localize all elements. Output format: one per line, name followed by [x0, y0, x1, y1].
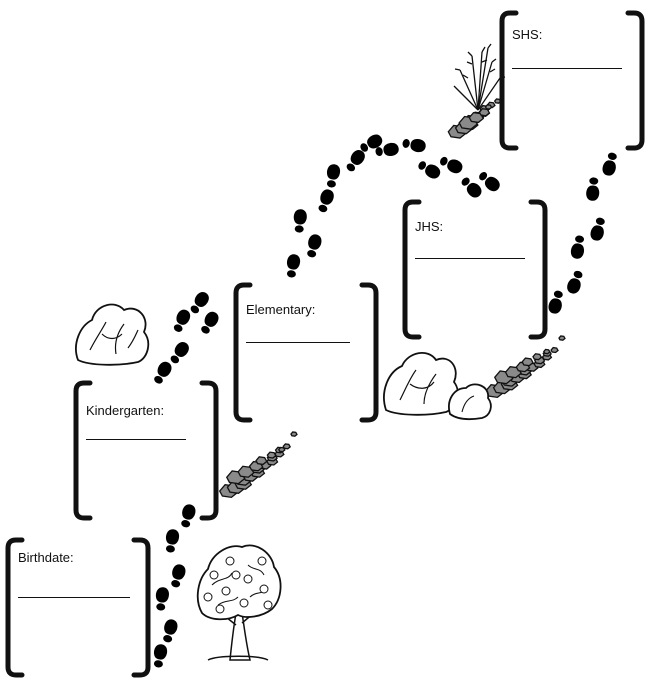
footprint-icon — [284, 253, 302, 279]
footprint-icon — [565, 268, 586, 296]
footprint-icon — [324, 163, 342, 189]
answer-line-kindergarten — [86, 439, 186, 440]
answer-line-jhs — [415, 258, 525, 259]
bush-icon — [383, 352, 492, 421]
bracket-left-jhs — [402, 199, 422, 340]
stone-icon — [478, 108, 491, 117]
stone-icon — [468, 111, 485, 124]
stone-icon — [550, 346, 559, 354]
bush-icon — [75, 303, 150, 366]
stone-icon — [255, 456, 268, 466]
stage-birthdate: Birthdate: — [8, 540, 148, 675]
stage-label-shs: SHS: — [512, 27, 543, 42]
footprint-icon — [600, 151, 620, 178]
stone-icon — [532, 353, 543, 361]
answer-line-birthdate — [18, 597, 130, 598]
stage-label-jhs: JHS: — [415, 219, 444, 234]
stone-icon — [558, 335, 566, 341]
bracket-right-shs — [625, 10, 645, 151]
footprint-icon — [292, 208, 308, 234]
footprint-icon — [401, 136, 427, 154]
footprint-icon — [585, 176, 601, 202]
footprint-icon — [315, 187, 336, 215]
bracket-right-elementary — [359, 282, 379, 423]
stage-elementary: Elementary: — [236, 285, 376, 420]
footprint-icon — [170, 307, 193, 335]
stone-icon — [278, 446, 286, 453]
stone-icon — [290, 431, 298, 437]
footprint-icon — [153, 586, 170, 612]
stone-icon — [543, 348, 551, 355]
bracket-left-birthdate — [5, 537, 25, 678]
stage-label-kindergarten: Kindergarten: — [86, 403, 165, 418]
bracket-right-jhs — [528, 199, 548, 340]
stone-icon — [484, 104, 493, 110]
stage-shs: SHS: — [502, 13, 642, 148]
stone-icon — [266, 451, 277, 459]
bracket-right-birthdate — [131, 537, 151, 678]
bracket-right-kindergarten — [199, 380, 219, 521]
footprint-icon — [160, 617, 180, 644]
footprint-icon — [198, 309, 222, 337]
stage-label-elementary: Elementary: — [246, 302, 316, 317]
footprint-icon — [304, 232, 324, 259]
footprint-icon — [588, 216, 608, 243]
stage-kindergarten: Kindergarten: — [76, 383, 216, 518]
bracket-left-kindergarten — [73, 380, 93, 521]
footprint-icon — [168, 562, 188, 589]
stone-icon — [237, 465, 255, 478]
stone-path-icon — [218, 98, 566, 499]
footprint-icon — [163, 528, 181, 554]
bracket-left-elementary — [233, 282, 253, 423]
footprint-icon — [187, 289, 212, 317]
stage-jhs: JHS: — [405, 202, 545, 337]
footprint-icon — [546, 289, 566, 316]
apple-tree-icon — [196, 544, 282, 661]
footprint-icon — [167, 339, 192, 367]
footprint-icon — [437, 153, 465, 176]
grass-tuft-icon — [453, 43, 506, 111]
stone-icon — [521, 357, 534, 367]
answer-line-shs — [512, 68, 622, 69]
bracket-left-shs — [499, 10, 519, 151]
answer-line-elementary — [246, 342, 350, 343]
footprint-icon — [415, 158, 443, 182]
footprint-icon — [151, 643, 169, 669]
footprint-icon — [569, 234, 587, 260]
stage-label-birthdate: Birthdate: — [18, 550, 74, 565]
